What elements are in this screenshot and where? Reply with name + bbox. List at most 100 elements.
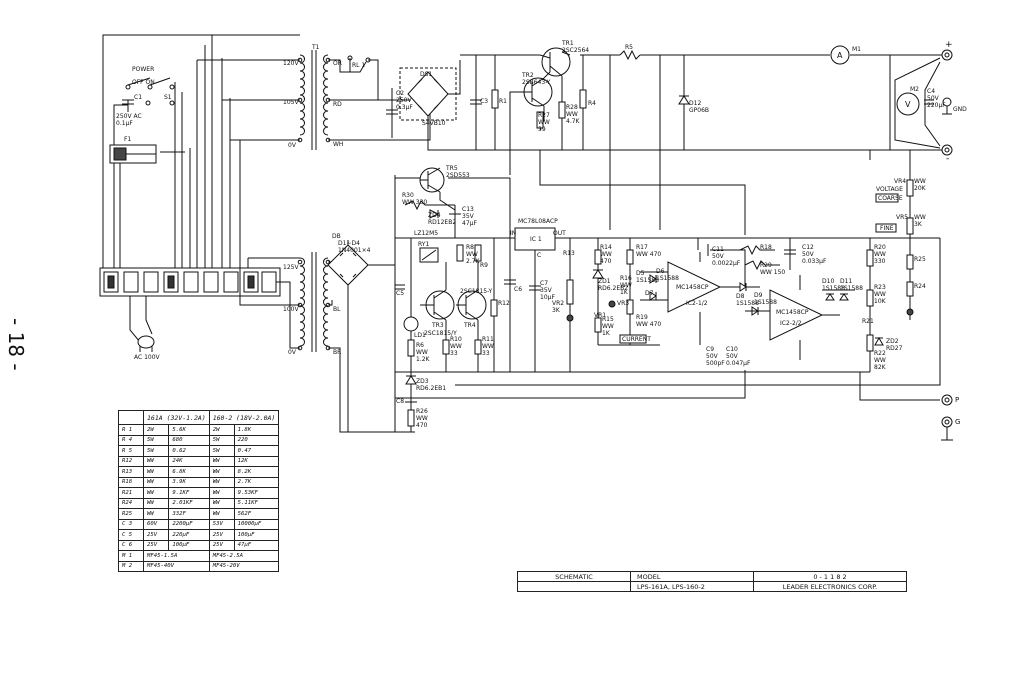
label-tr3: TR3 (432, 322, 444, 329)
label-vr2: VR2 3K (552, 300, 565, 314)
parts-table-cell: R21 (118, 487, 144, 499)
ammeter-m1 (830, 45, 850, 65)
label-r10: R10 WW 33 (450, 336, 462, 357)
label-c10: C10 50V 0.047µF (726, 346, 751, 367)
r18-r29-c12 (739, 238, 796, 271)
label-r8: R8 WW 2.7K (466, 244, 480, 265)
parts-table-cell: R18 (118, 476, 144, 488)
label-d10: D10 1S1588 (822, 278, 845, 292)
parts-table-header-160-2: 160-2 (18V-2.0A) (208, 410, 280, 425)
label-tap-120v: 120V (283, 60, 299, 67)
parts-table-cell: 25V (208, 529, 235, 541)
parts-table-cell: WW (208, 487, 235, 499)
parts-table-cell: R 5 (118, 445, 144, 457)
label-ic2b: MC1458CP (776, 309, 809, 316)
parts-table-cell: 562F (233, 508, 280, 520)
label-ds1: DS1 (420, 71, 433, 78)
label-d12: D12 GP06B (689, 100, 710, 114)
label-ds1-part: S4VB10 (422, 120, 446, 127)
title-block: SCHEMATIC MODEL 0 - 1 1 8 2 LPS-161A, LP… (517, 571, 907, 592)
label-r9: R9 (480, 262, 488, 269)
label-tr5: TR5 2SD553 (446, 165, 470, 179)
transformer-t1-lower (297, 252, 331, 352)
power-switch-s1 (122, 77, 175, 112)
label-r28: R28 WW 4.7K (566, 104, 580, 125)
parts-table-cell: C 6 (118, 539, 144, 551)
label-r20: R20 WW 330 (874, 244, 886, 265)
label-r18: R18 (760, 244, 772, 251)
label-tap-0v-lower: 0V (288, 349, 296, 356)
label-r11: R11 WW 33 (482, 336, 494, 357)
parts-table-cell: 9.53KF (233, 487, 280, 499)
label-r29: R29 WW 150 (760, 262, 786, 276)
label-r25: R25 (914, 256, 926, 263)
relay-rl1 (328, 55, 379, 101)
parts-table-cell: MF45-1.5A (143, 550, 210, 562)
label-f1: F1 (124, 136, 132, 143)
label-g: G (955, 418, 961, 426)
label-current: CURRENT (622, 336, 651, 343)
label-voltage: VOLTAGE (876, 186, 903, 193)
parts-table-cell: 9.1KF (168, 487, 210, 499)
vr2-current-set (566, 238, 574, 372)
parts-table-cell: MF45-20V (208, 560, 280, 572)
primary-wiring (197, 34, 300, 349)
label-ic1-part: MC78L08ACP (518, 218, 558, 225)
voltage-divider (866, 175, 914, 372)
label-tap-100v: 100V (283, 306, 299, 313)
label-r16: R16 WW 1K (620, 275, 632, 296)
parts-table-cell: M 2 (118, 560, 144, 572)
parts-table-cell: R25 (118, 508, 144, 520)
parts-table-cell: R13 (118, 466, 144, 478)
parts-table-cell: WW (208, 508, 235, 520)
title-block-model-label: MODEL (630, 571, 754, 582)
label-r24: R24 (914, 283, 926, 290)
parts-table-cell: 5.6K (168, 424, 210, 436)
title-block-doc-number: 0 - 1 1 8 2 (753, 571, 907, 582)
label-fine: FINE (880, 225, 894, 232)
parts-table-cell: WW (208, 497, 235, 509)
label-r1: R1 (499, 98, 507, 105)
label-t1: T1 (312, 44, 320, 51)
label-p: P (955, 396, 960, 404)
parts-table-cell: 12K (233, 455, 280, 467)
parts-table-cell: 100µF (233, 529, 280, 541)
label-wire-or: OR (333, 60, 342, 67)
label-r4: R4 (588, 100, 596, 107)
label-lz12: LZ12M5 (414, 230, 439, 237)
transformer-t1 (297, 50, 331, 150)
label-c7: C7 35V 10µF (540, 280, 555, 301)
parts-table-cell: 2W (142, 424, 170, 436)
parts-table-cell: WW (142, 497, 170, 509)
parts-table-cell: 2.01KF (168, 497, 210, 509)
parts-table-cell: 10000µF (233, 518, 280, 530)
label-zd2: ZD2 RD27 (886, 338, 903, 352)
label-d8: D8 1S1588 (736, 293, 759, 307)
label-ac: AC 100V (134, 354, 160, 361)
label-ic1: IC 1 (530, 236, 542, 243)
label-plus: + (945, 40, 953, 50)
regulator-ic1 (514, 227, 585, 270)
terminal-strip (99, 267, 281, 297)
parts-table-cell: 0.62 (168, 445, 210, 457)
label-tr2: TR2 2SB643-Y (522, 72, 551, 86)
label-r19: R19 WW 470 (636, 314, 662, 328)
parts-table-cell: 2W (208, 424, 235, 436)
parts-table-cell: R 4 (118, 434, 144, 446)
parts-table-cell: WW (142, 508, 170, 520)
label-ry1: RY1 (418, 241, 430, 248)
label-r27: R27 WW 39 (538, 112, 550, 133)
label-c5: C5 (396, 290, 405, 297)
control-rail-top (394, 175, 940, 265)
parts-table-cell: 2.7K (233, 476, 280, 488)
label-zd3: ZD3 RD6.2EB1 (416, 378, 447, 392)
label-r21: R21 (862, 318, 874, 325)
label-wire-br: BR (333, 349, 342, 356)
